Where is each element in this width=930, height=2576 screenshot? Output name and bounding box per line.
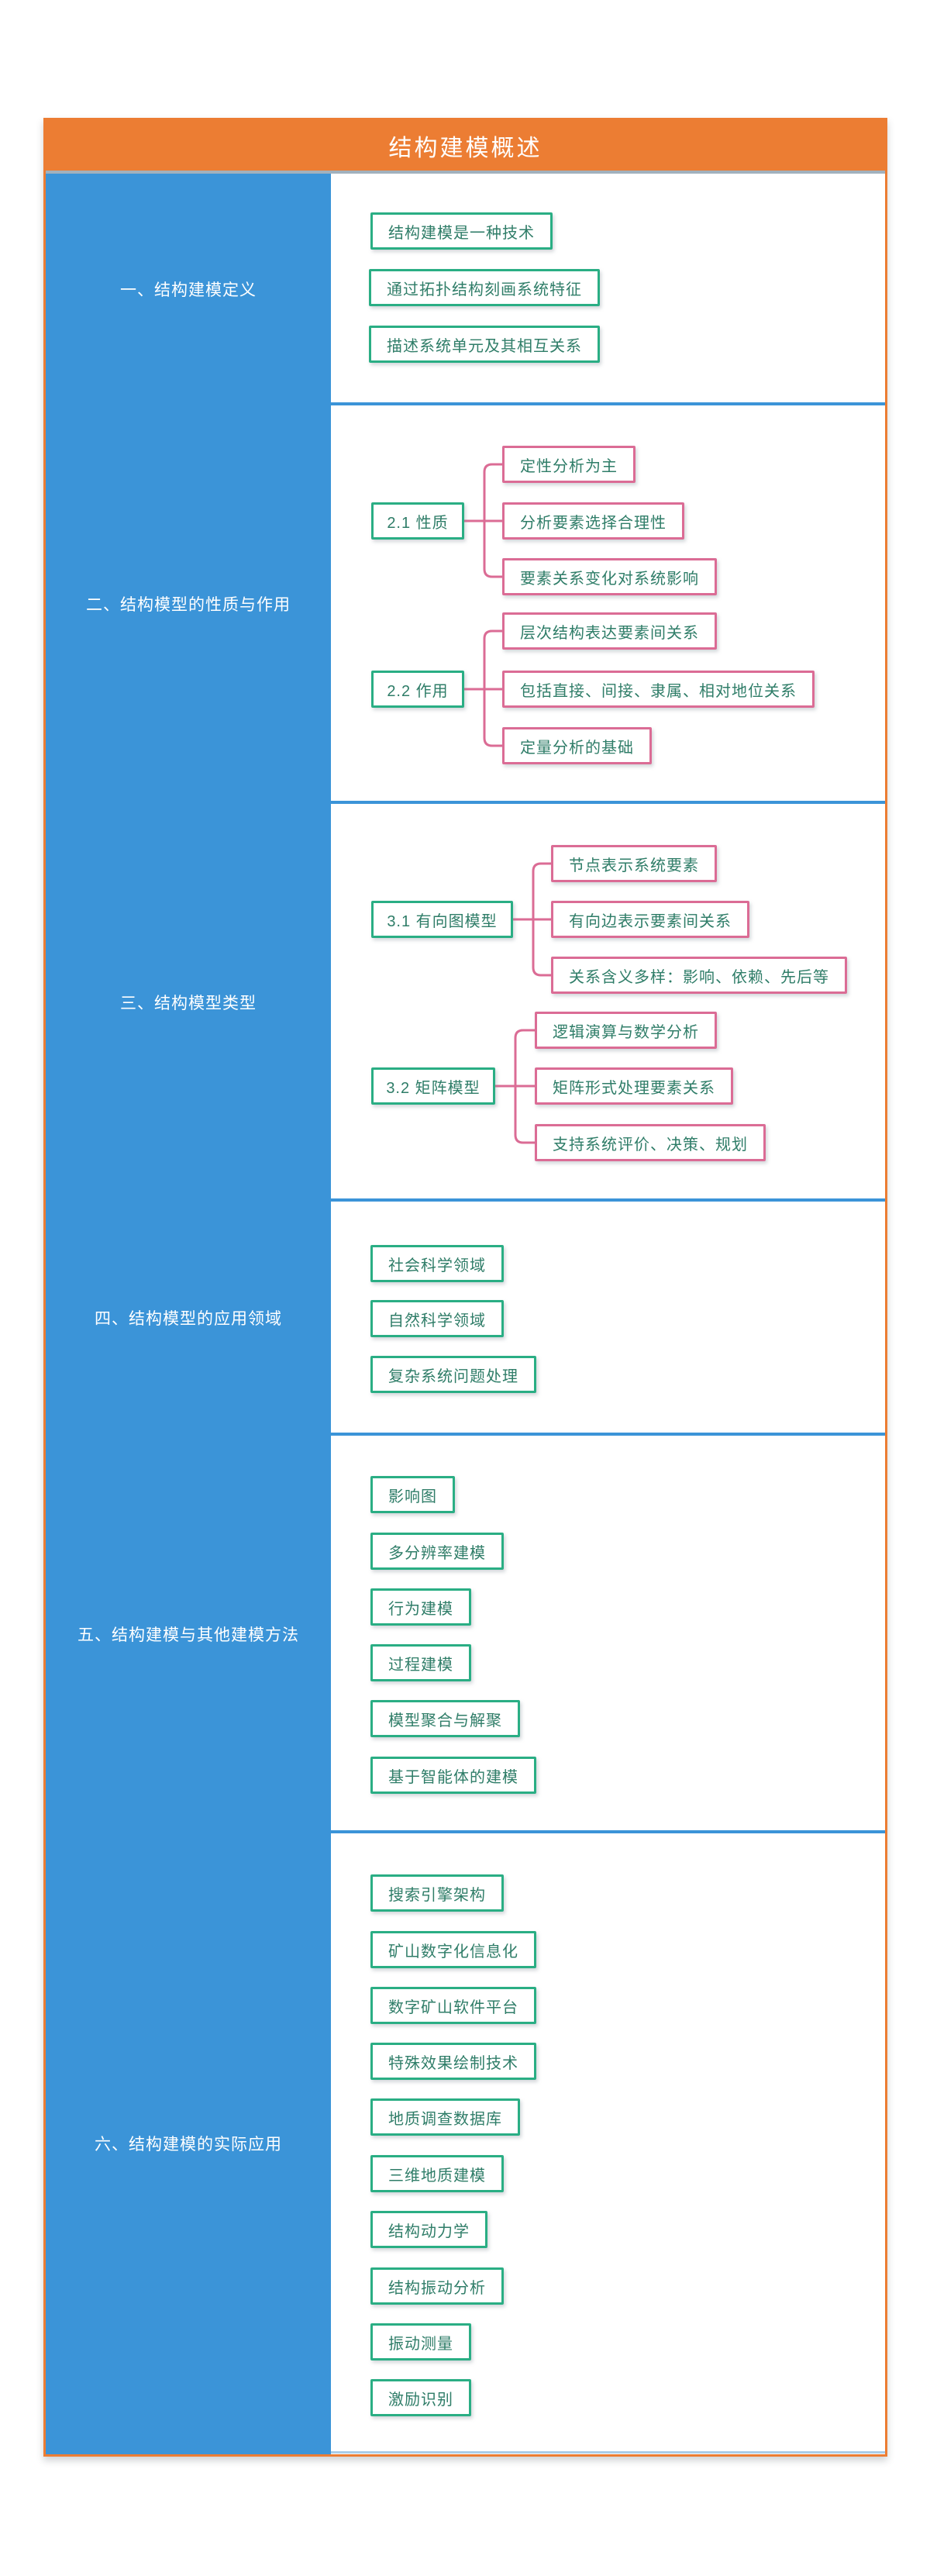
section-label[interactable]: 四、结构模型的应用领域 (95, 1310, 282, 1328)
mindmap-node[interactable]: 2.1 性质 (371, 502, 464, 540)
mindmap-node[interactable]: 三维地质建模 (370, 2155, 504, 2192)
mindmap-node[interactable]: 搜索引擎架构 (370, 1874, 504, 1912)
mindmap-node[interactable]: 有向边表示要素间关系 (551, 901, 749, 938)
mindmap-node[interactable]: 自然科学领域 (370, 1300, 504, 1337)
bottom-separator (331, 2451, 885, 2454)
section-separator (331, 801, 885, 804)
mindmap-node[interactable]: 要素关系变化对系统影响 (502, 558, 717, 595)
header-bar: 结构建模概述 (46, 120, 885, 171)
mindmap-node[interactable]: 定性分析为主 (502, 446, 636, 483)
mindmap-node[interactable]: 通过拓扑结构刻画系统特征 (369, 269, 600, 306)
mindmap-node[interactable]: 层次结构表达要素间关系 (502, 612, 717, 650)
mindmap-node[interactable]: 多分辨率建模 (370, 1533, 504, 1570)
root-node-title[interactable]: 结构建模概述 (388, 135, 542, 161)
mindmap-node[interactable]: 数字矿山软件平台 (370, 1987, 536, 2024)
section-label[interactable]: 六、结构建模的实际应用 (95, 2136, 282, 2154)
mindmap-node[interactable]: 2.2 作用 (371, 671, 464, 708)
mindmap-node[interactable]: 3.2 矩阵模型 (371, 1067, 495, 1105)
section-label[interactable]: 三、结构模型类型 (120, 995, 257, 1012)
mindmap-node[interactable]: 行为建模 (370, 1588, 471, 1626)
mindmap-node[interactable]: 3.1 有向图模型 (371, 901, 513, 938)
section-column (46, 174, 331, 2454)
mindmap-node[interactable]: 模型聚合与解聚 (370, 1700, 520, 1737)
header-shadow-line (46, 171, 885, 174)
mindmap-node[interactable]: 激励识别 (370, 2379, 471, 2416)
section-separator (331, 1830, 885, 1833)
section-separator (331, 402, 885, 405)
mindmap-node[interactable]: 分析要素选择合理性 (502, 502, 684, 540)
mindmap-node[interactable]: 复杂系统问题处理 (370, 1356, 536, 1393)
mindmap-node[interactable]: 定量分析的基础 (502, 727, 652, 764)
mindmap-node[interactable]: 逻辑演算与数学分析 (535, 1012, 717, 1049)
mindmap-node[interactable]: 基于智能体的建模 (370, 1757, 536, 1794)
section-label[interactable]: 五、结构建模与其他建模方法 (78, 1626, 299, 1644)
section-separator (331, 1198, 885, 1202)
section-label[interactable]: 二、结构模型的性质与作用 (86, 596, 291, 614)
mindmap-node[interactable]: 节点表示系统要素 (551, 845, 717, 882)
mindmap-node[interactable]: 振动测量 (370, 2323, 471, 2360)
mindmap-node[interactable]: 描述系统单元及其相互关系 (369, 326, 600, 363)
section-label[interactable]: 一、结构建模定义 (120, 281, 257, 299)
mindmap-node[interactable]: 特殊效果绘制技术 (370, 2043, 536, 2080)
mindmap-node[interactable]: 影响图 (370, 1476, 455, 1513)
mindmap-node[interactable]: 社会科学领域 (370, 1245, 504, 1282)
mindmap-node[interactable]: 支持系统评价、决策、规划 (535, 1124, 766, 1161)
section-separator (331, 1433, 885, 1436)
mindmap-node[interactable]: 结构动力学 (370, 2211, 487, 2248)
mindmap-node[interactable]: 矿山数字化信息化 (370, 1931, 536, 1968)
mindmap-node[interactable]: 地质调查数据库 (370, 2098, 520, 2136)
mindmap-node[interactable]: 过程建模 (370, 1644, 471, 1681)
mindmap-node[interactable]: 结构建模是一种技术 (370, 212, 553, 250)
mindmap-node[interactable]: 矩阵形式处理要素关系 (535, 1067, 733, 1105)
canvas-frame (43, 118, 887, 2457)
mindmap-node[interactable]: 包括直接、间接、隶属、相对地位关系 (502, 671, 815, 708)
mindmap-node[interactable]: 关系含义多样：影响、依赖、先后等 (551, 957, 847, 994)
mindmap-node[interactable]: 结构振动分析 (370, 2267, 504, 2305)
